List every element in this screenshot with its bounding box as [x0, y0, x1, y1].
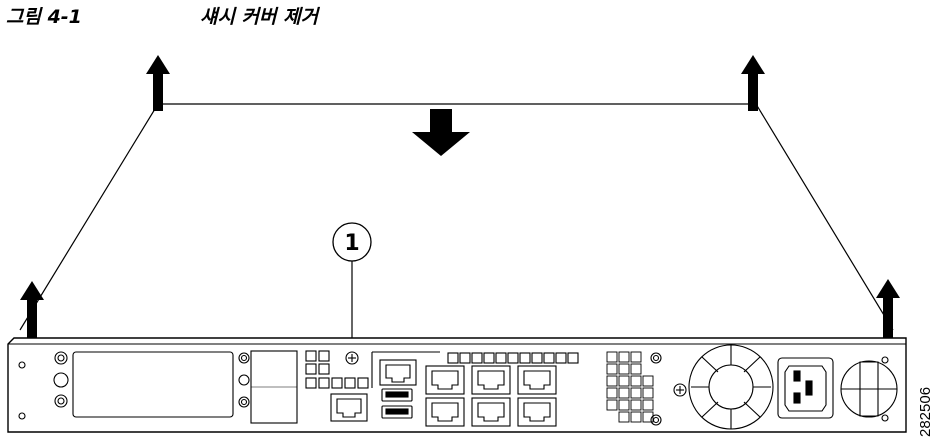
down-arrow-icon [412, 109, 470, 156]
up-arrow-icon-bottom-left [20, 281, 44, 338]
up-arrow-icon-top-left [146, 55, 170, 111]
figure-caption-title: 섀시 커버 제거 [200, 6, 319, 28]
figure-caption-label: 그림 4-1 [6, 6, 82, 28]
fan-icon [688, 344, 774, 430]
up-arrow-icon-top-right [741, 55, 765, 111]
chassis-rear-panel [7, 337, 907, 433]
callout-1: 1 [332, 222, 372, 352]
up-arrow-icon-bottom-right [876, 279, 900, 338]
cover-outline [19, 103, 894, 331]
figure-id: 282506 [917, 387, 934, 437]
callout-number: 1 [344, 231, 359, 256]
